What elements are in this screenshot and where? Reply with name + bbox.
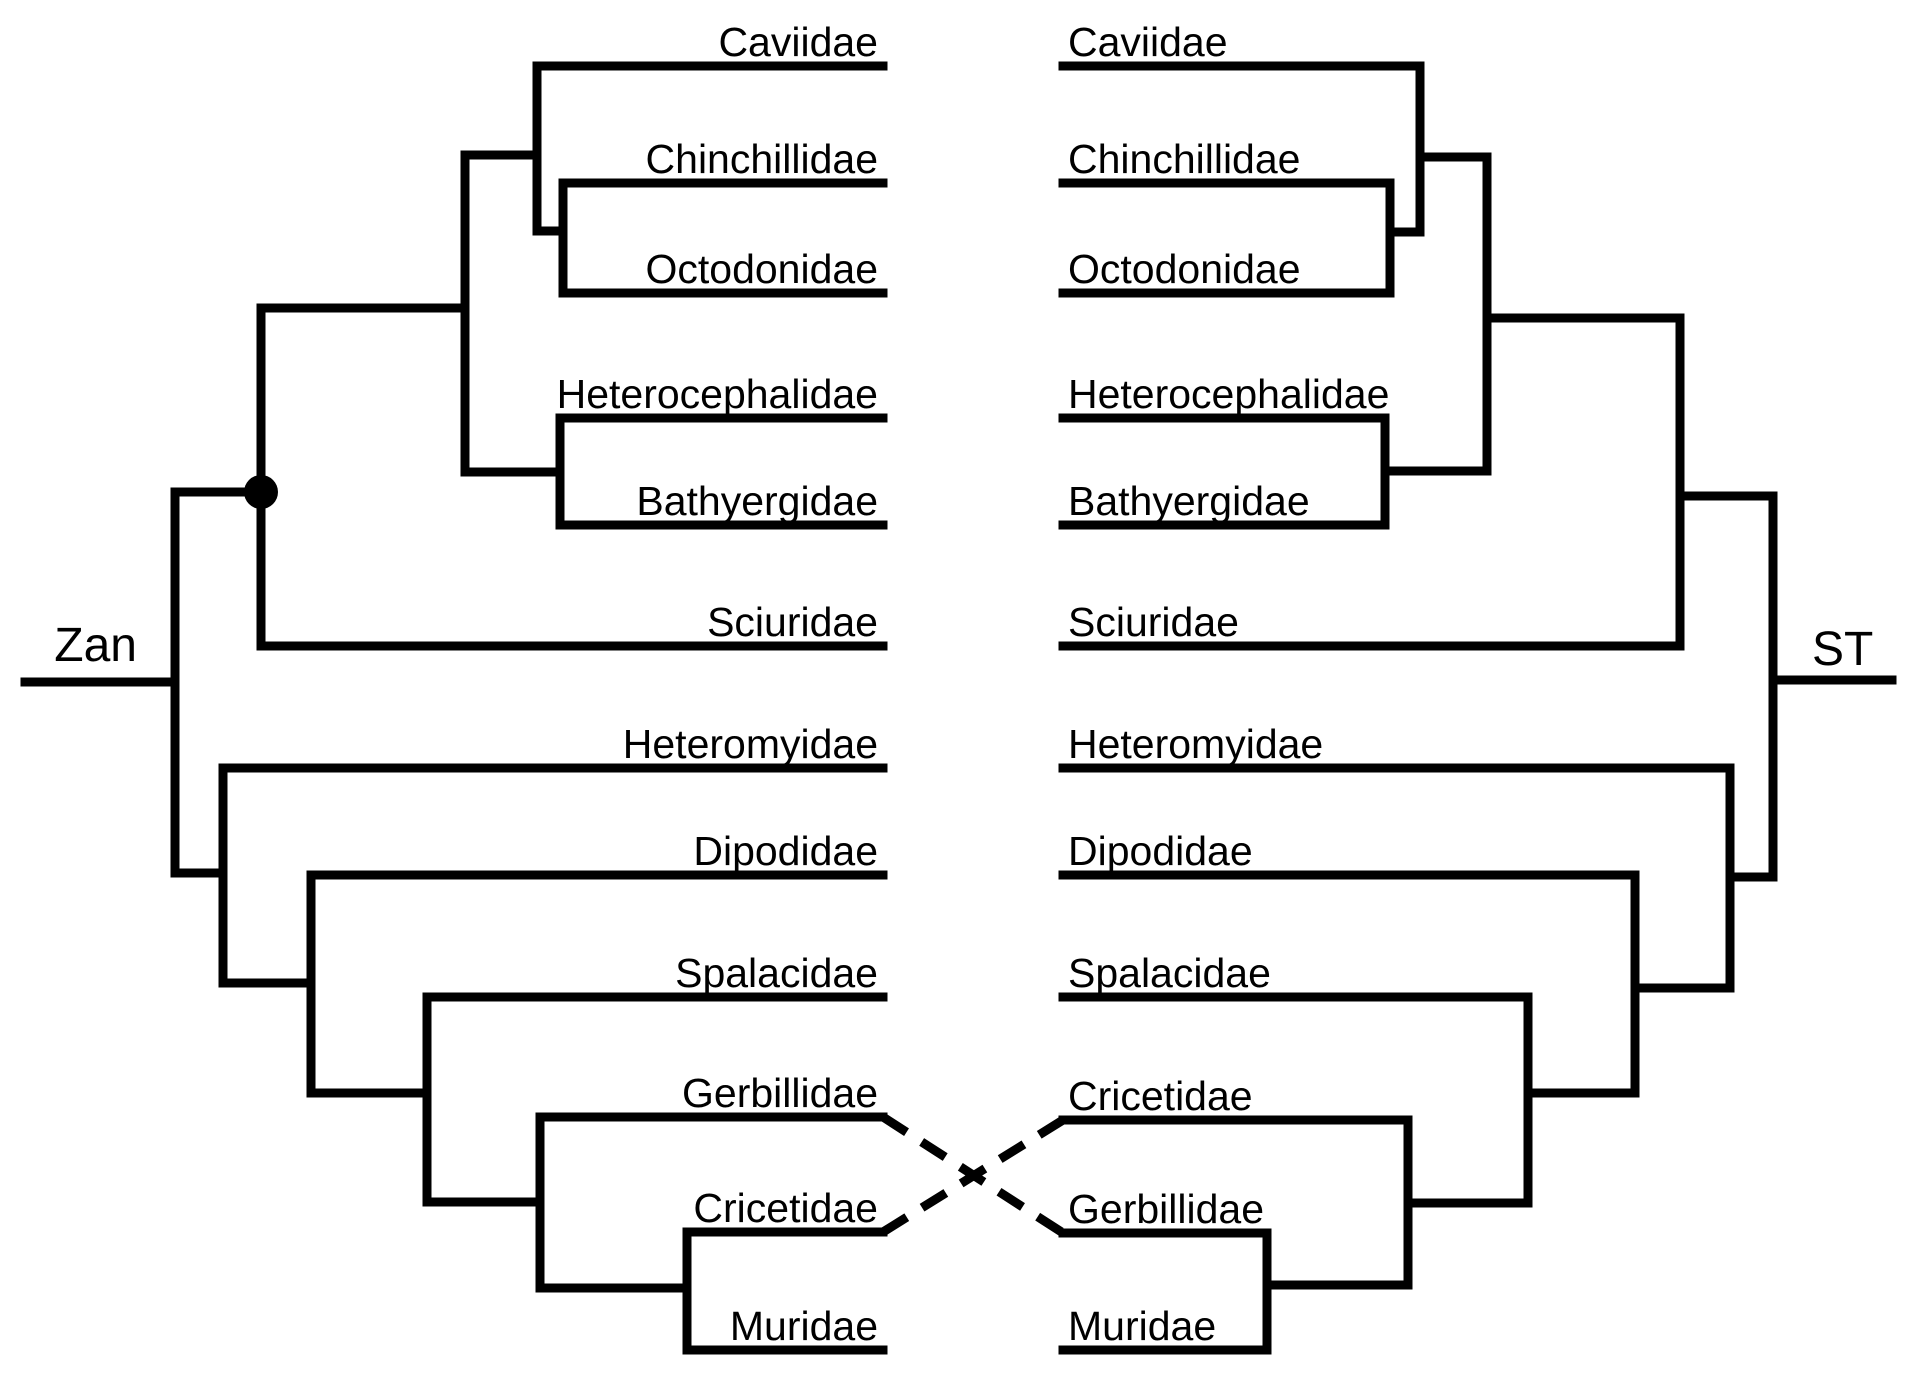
right-leaf-label-chinchillidae: Chinchillidae: [1068, 136, 1300, 182]
right-leaf-label-heterocephalidae: Heterocephalidae: [1068, 371, 1389, 417]
left-tree-root-label: Zan: [54, 619, 137, 672]
left-leaf-label-sciuridae: Sciuridae: [707, 599, 878, 645]
left-tree-node-dot: [244, 475, 278, 509]
right-leaf-label-bathyergidae: Bathyergidae: [1068, 478, 1310, 524]
left-leaf-label-spalacidae: Spalacidae: [675, 950, 878, 996]
left-leaf-label-gerbillidae: Gerbillidae: [682, 1070, 878, 1116]
left-leaf-label-dipodidae: Dipodidae: [693, 828, 878, 874]
right-tree-st: CaviidaeChinchillidaeOctodonidaeHeteroce…: [1058, 19, 1897, 1355]
right-leaf-label-caviidae: Caviidae: [1068, 19, 1228, 65]
right-leaf-label-dipodidae: Dipodidae: [1068, 828, 1253, 874]
left-leaf-label-chinchillidae: Chinchillidae: [646, 136, 878, 182]
left-leaf-label-caviidae: Caviidae: [718, 19, 878, 65]
left-tree-zan: CaviidaeChinchillidaeOctodonidaeHeteroce…: [20, 19, 888, 1355]
left-leaf-label-heteromyidae: Heteromyidae: [623, 721, 878, 767]
left-leaf-label-muridae: Muridae: [730, 1303, 878, 1349]
left-leaf-label-heterocephalidae: Heterocephalidae: [557, 371, 878, 417]
left-leaf-label-octodonidae: Octodonidae: [645, 246, 878, 292]
left-leaf-label-cricetidae: Cricetidae: [693, 1185, 878, 1231]
right-leaf-label-octodonidae: Octodonidae: [1068, 246, 1301, 292]
right-leaf-label-gerbillidae: Gerbillidae: [1068, 1186, 1264, 1232]
right-leaf-label-cricetidae: Cricetidae: [1068, 1073, 1253, 1119]
association-dashed-line-cricetidae: [880, 1116, 1066, 1236]
right-tree-root-label: ST: [1812, 623, 1873, 676]
left-leaf-label-bathyergidae: Bathyergidae: [636, 478, 878, 524]
right-leaf-label-muridae: Muridae: [1068, 1303, 1216, 1349]
tip-association-lines: [880, 1113, 1066, 1237]
right-leaf-label-sciuridae: Sciuridae: [1068, 599, 1239, 645]
right-leaf-label-heteromyidae: Heteromyidae: [1068, 721, 1323, 767]
right-leaf-label-spalacidae: Spalacidae: [1068, 950, 1271, 996]
